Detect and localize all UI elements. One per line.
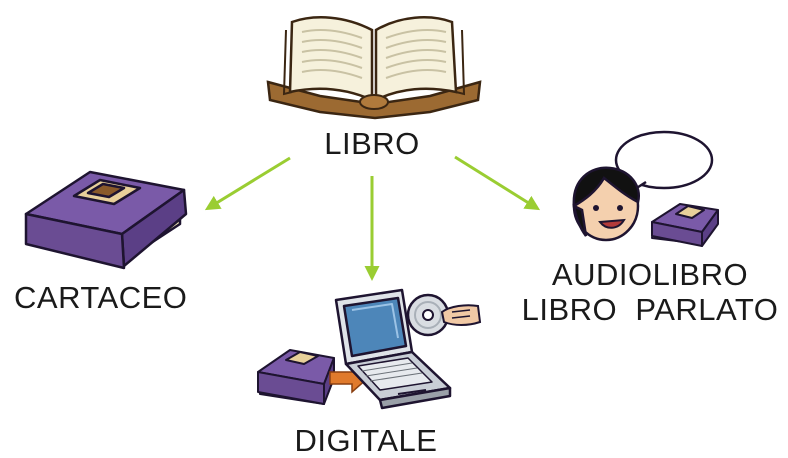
- root-label: LIBRO: [324, 126, 420, 161]
- arrow-to-audiolibro: [454, 155, 541, 211]
- audiolibro-label-line2: LIBRO PARLATO: [521, 291, 779, 327]
- arrow-to-cartaceo: [204, 156, 291, 211]
- audiolibro-label-line1: AUDIOLIBRO: [551, 257, 749, 292]
- digitale-label: DIGITALE: [294, 423, 438, 458]
- audiolibro-label: AUDIOLIBRO LIBRO PARLATO: [521, 257, 779, 327]
- cartaceo-label: CARTACEO: [14, 280, 188, 315]
